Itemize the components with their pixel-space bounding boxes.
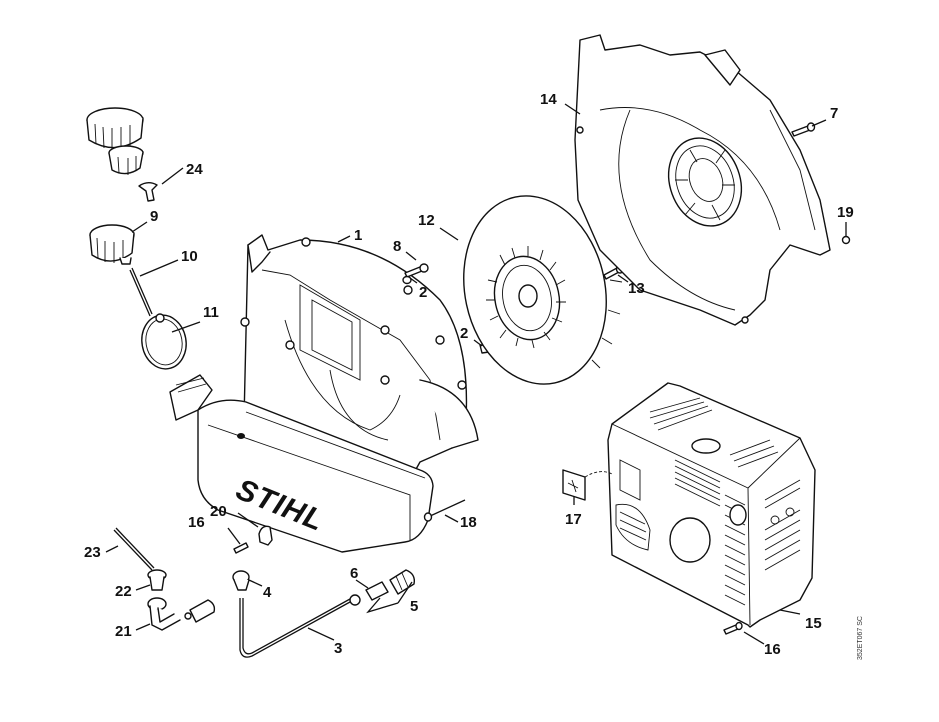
callout-20[interactable]: 20 bbox=[210, 503, 227, 520]
callout-10[interactable]: 10 bbox=[181, 248, 198, 265]
callout-23[interactable]: 23 bbox=[84, 544, 101, 561]
callout-11[interactable]: 11 bbox=[203, 304, 219, 321]
fuel-hose-part-3[interactable] bbox=[239, 598, 351, 658]
callout-15[interactable]: 15 bbox=[805, 615, 822, 632]
breather-hose-part-23[interactable] bbox=[113, 527, 155, 571]
callout-16b[interactable]: 16 bbox=[764, 641, 781, 658]
callout-1[interactable]: 1 bbox=[354, 227, 362, 244]
callout-2b[interactable]: 2 bbox=[460, 325, 468, 342]
callout-5[interactable]: 5 bbox=[410, 598, 418, 615]
filler-cap[interactable] bbox=[89, 224, 135, 265]
callout-17[interactable]: 17 bbox=[565, 511, 582, 528]
callout-13[interactable]: 13 bbox=[628, 280, 645, 297]
leader-lines bbox=[105, 103, 847, 645]
tank-cap-inner[interactable] bbox=[108, 145, 144, 175]
strainer-part-6[interactable] bbox=[365, 569, 416, 601]
screw-part-16-right[interactable] bbox=[723, 621, 743, 635]
valve-part-24[interactable] bbox=[138, 182, 158, 202]
callout-24[interactable]: 24 bbox=[186, 161, 203, 178]
callout-16[interactable]: 16 bbox=[188, 514, 205, 531]
callout-22[interactable]: 22 bbox=[115, 583, 132, 600]
ring[interactable] bbox=[138, 312, 191, 373]
callout-7[interactable]: 7 bbox=[830, 105, 838, 122]
blower-housing[interactable] bbox=[240, 234, 479, 481]
callout-4[interactable]: 4 bbox=[263, 584, 272, 601]
cord[interactable] bbox=[129, 267, 153, 317]
clip-part-20[interactable] bbox=[258, 525, 273, 546]
callout-19[interactable]: 19 bbox=[837, 204, 854, 221]
callout-6[interactable]: 6 bbox=[350, 565, 358, 582]
strainer-part-left[interactable] bbox=[184, 599, 216, 623]
callout-2[interactable]: 2 bbox=[419, 284, 427, 301]
grommet-part-4[interactable] bbox=[232, 570, 250, 591]
screw-part-7[interactable] bbox=[791, 122, 816, 137]
nut-part-19[interactable] bbox=[841, 235, 851, 245]
tank-cap-outer[interactable] bbox=[86, 107, 144, 150]
drawing-code: 352ET067 SC bbox=[857, 616, 864, 660]
elbow-part-21[interactable] bbox=[147, 597, 181, 631]
callout-12[interactable]: 12 bbox=[418, 212, 435, 229]
fuel-tank[interactable] bbox=[169, 374, 434, 553]
shroud[interactable] bbox=[607, 382, 816, 628]
callout-21[interactable]: 21 bbox=[115, 623, 132, 640]
fan-wheel[interactable] bbox=[447, 183, 623, 398]
callout-labels: 1 2 2 3 4 5 6 7 8 9 10 11 12 13 14 15 16… bbox=[84, 91, 854, 658]
screw-part-8[interactable] bbox=[404, 263, 429, 278]
grommet-part-22[interactable] bbox=[147, 569, 167, 591]
label-plate-part-17[interactable] bbox=[562, 469, 613, 501]
fan-housing-cover[interactable] bbox=[574, 34, 831, 326]
screw-part-18[interactable] bbox=[423, 499, 466, 522]
callout-9[interactable]: 9 bbox=[150, 208, 158, 225]
screw-part-16-left[interactable] bbox=[233, 542, 249, 554]
callout-8[interactable]: 8 bbox=[393, 238, 401, 255]
pickup-body-part-5[interactable] bbox=[349, 594, 361, 606]
buffer-part-2a[interactable] bbox=[402, 275, 412, 285]
callout-14[interactable]: 14 bbox=[540, 91, 557, 108]
callout-18[interactable]: 18 bbox=[460, 514, 477, 531]
callout-3[interactable]: 3 bbox=[334, 640, 342, 657]
